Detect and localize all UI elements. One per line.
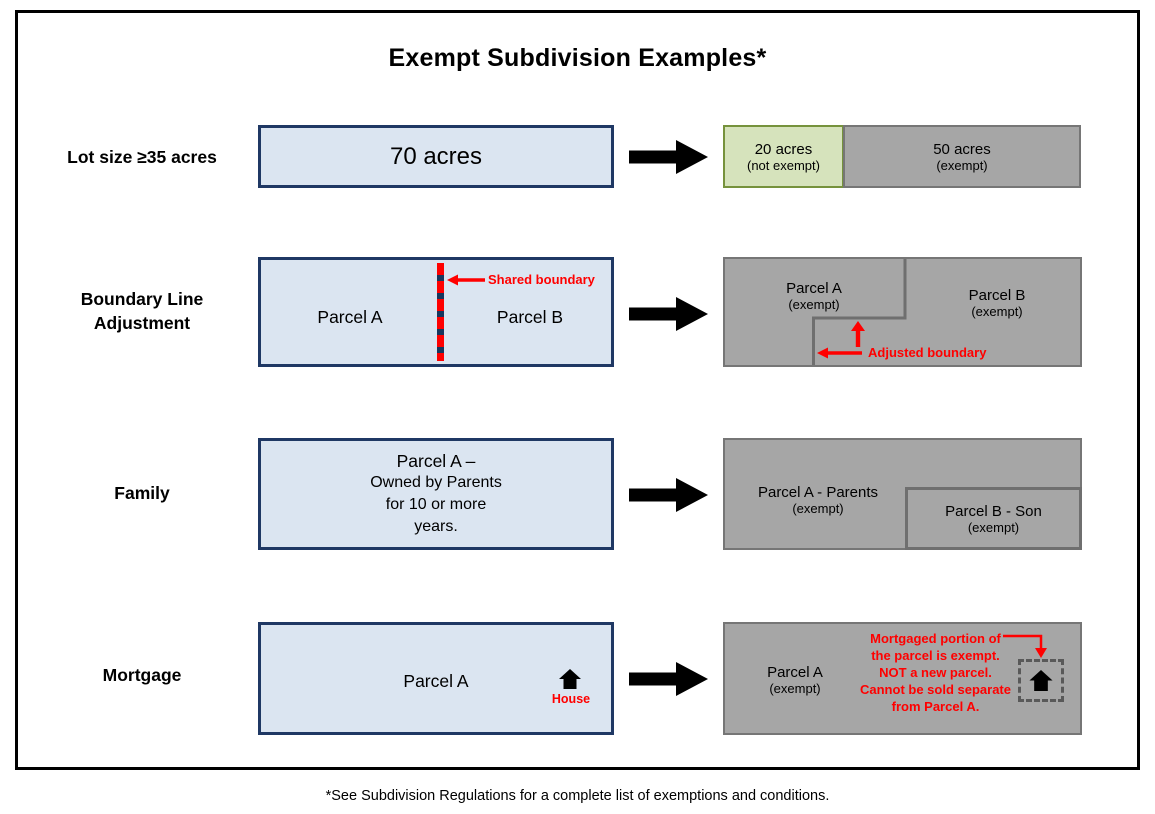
parcel-status: (exempt) — [967, 519, 1020, 535]
row-label-line: Boundary Line — [80, 289, 204, 309]
row-label-line: Mortgage — [102, 665, 182, 685]
before-box-mortgage: Parcel A House — [258, 622, 614, 735]
row-label-line: Family — [114, 483, 170, 503]
mortgage-note-line: Cannot be sold separate — [860, 682, 1011, 697]
family-text-line: years. — [414, 518, 458, 535]
parcel-b-son-box: Parcel B - Son (exempt) — [905, 487, 1082, 550]
family-text-line: for 10 or more — [385, 496, 487, 513]
parcel-status: (exempt) — [936, 157, 988, 173]
mortgage-note-line: from Parcel A. — [891, 699, 980, 714]
parcel-b-after-label: Parcel B (exempt) — [927, 287, 1067, 319]
diagram-border — [15, 10, 1140, 770]
parcel-status: (exempt) — [788, 297, 840, 312]
after-box-boundary: Parcel A (exempt) Parcel B (exempt) Adju… — [723, 257, 1082, 367]
parcel-name: Parcel B - Son — [945, 502, 1042, 520]
parcel-name: 20 acres — [754, 140, 813, 158]
row-label-line: Lot size ≥35 acres — [67, 147, 217, 167]
row-label-lot-size: Lot size ≥35 acres — [27, 145, 257, 169]
arrow-right-icon — [629, 662, 708, 696]
after-box-mortgage: Parcel A (exempt) Mortgaged portion of t… — [723, 622, 1082, 735]
parcel-name: Parcel B — [968, 287, 1026, 304]
acreage-text: 70 acres — [389, 142, 483, 170]
before-box-boundary: Parcel A Parcel B Shared boundary — [258, 257, 614, 367]
family-text-line: Owned by Parents — [370, 474, 502, 491]
house-icon — [559, 669, 581, 689]
mortgage-note-line: the parcel is exempt. — [871, 648, 1000, 663]
mortgage-note-line: NOT a new parcel. — [879, 665, 992, 680]
arrow-right-icon — [629, 478, 708, 512]
row-label-mortgage: Mortgage — [27, 663, 257, 687]
adjusted-boundary-step-line — [812, 259, 907, 365]
before-box-lot-size: 70 acres — [258, 125, 614, 188]
parcel-a-label: Parcel A — [403, 671, 469, 691]
mortgage-pointer-arrow — [1003, 634, 1047, 658]
row-label-boundary-adjustment: Boundary Line Adjustment — [27, 287, 257, 335]
parcel-status: (exempt) — [792, 501, 844, 516]
after-box-20-acres: 20 acres (not exempt) — [723, 125, 844, 188]
parcel-a-after-label: Parcel A (exempt) — [744, 280, 884, 312]
diagram-title: Exempt Subdivision Examples* — [388, 44, 767, 72]
mortgaged-portion-box — [1018, 659, 1064, 702]
left-arrow-icon — [817, 347, 862, 359]
row-label-family: Family — [27, 481, 257, 505]
parcel-a-after-label: Parcel A - Parents (exempt) — [738, 484, 898, 516]
shared-boundary-line — [437, 263, 444, 361]
mortgage-note: Mortgaged portion of the parcel is exemp… — [833, 630, 1038, 715]
family-text-line: Parcel A – — [396, 451, 476, 471]
after-box-family: Parcel A - Parents (exempt) Parcel B - S… — [723, 438, 1082, 550]
after-box-50-acres: 50 acres (exempt) — [843, 125, 1081, 188]
arrow-right-icon — [629, 140, 708, 174]
parcel-status: (exempt) — [769, 681, 821, 696]
parcel-name: Parcel A - Parents — [757, 484, 879, 501]
adjusted-boundary-annotation: Adjusted boundary — [868, 345, 987, 360]
parcel-status: (exempt) — [971, 304, 1023, 319]
parcel-name: 50 acres — [933, 140, 991, 158]
parcel-b-label: Parcel B — [496, 307, 564, 327]
shared-boundary-annotation: Shared boundary — [488, 272, 595, 287]
parcel-name: Parcel A — [786, 280, 842, 297]
before-box-family: Parcel A – Owned by Parents for 10 or mo… — [258, 438, 614, 550]
mortgage-note-line: Mortgaged portion of — [870, 631, 1001, 646]
parcel-status: (not exempt) — [747, 157, 820, 173]
footnote: *See Subdivision Regulations for a compl… — [325, 788, 830, 804]
house-label: House — [551, 692, 591, 706]
left-arrow-icon — [447, 274, 485, 286]
up-arrow-icon — [851, 321, 865, 347]
parcel-a-after-label: Parcel A (exempt) — [725, 664, 865, 696]
arrow-right-icon — [629, 297, 708, 331]
house-icon — [1029, 670, 1053, 691]
parcel-name: Parcel A — [767, 664, 823, 681]
parcel-a-label: Parcel A — [317, 307, 383, 327]
row-label-line: Adjustment — [93, 313, 191, 333]
